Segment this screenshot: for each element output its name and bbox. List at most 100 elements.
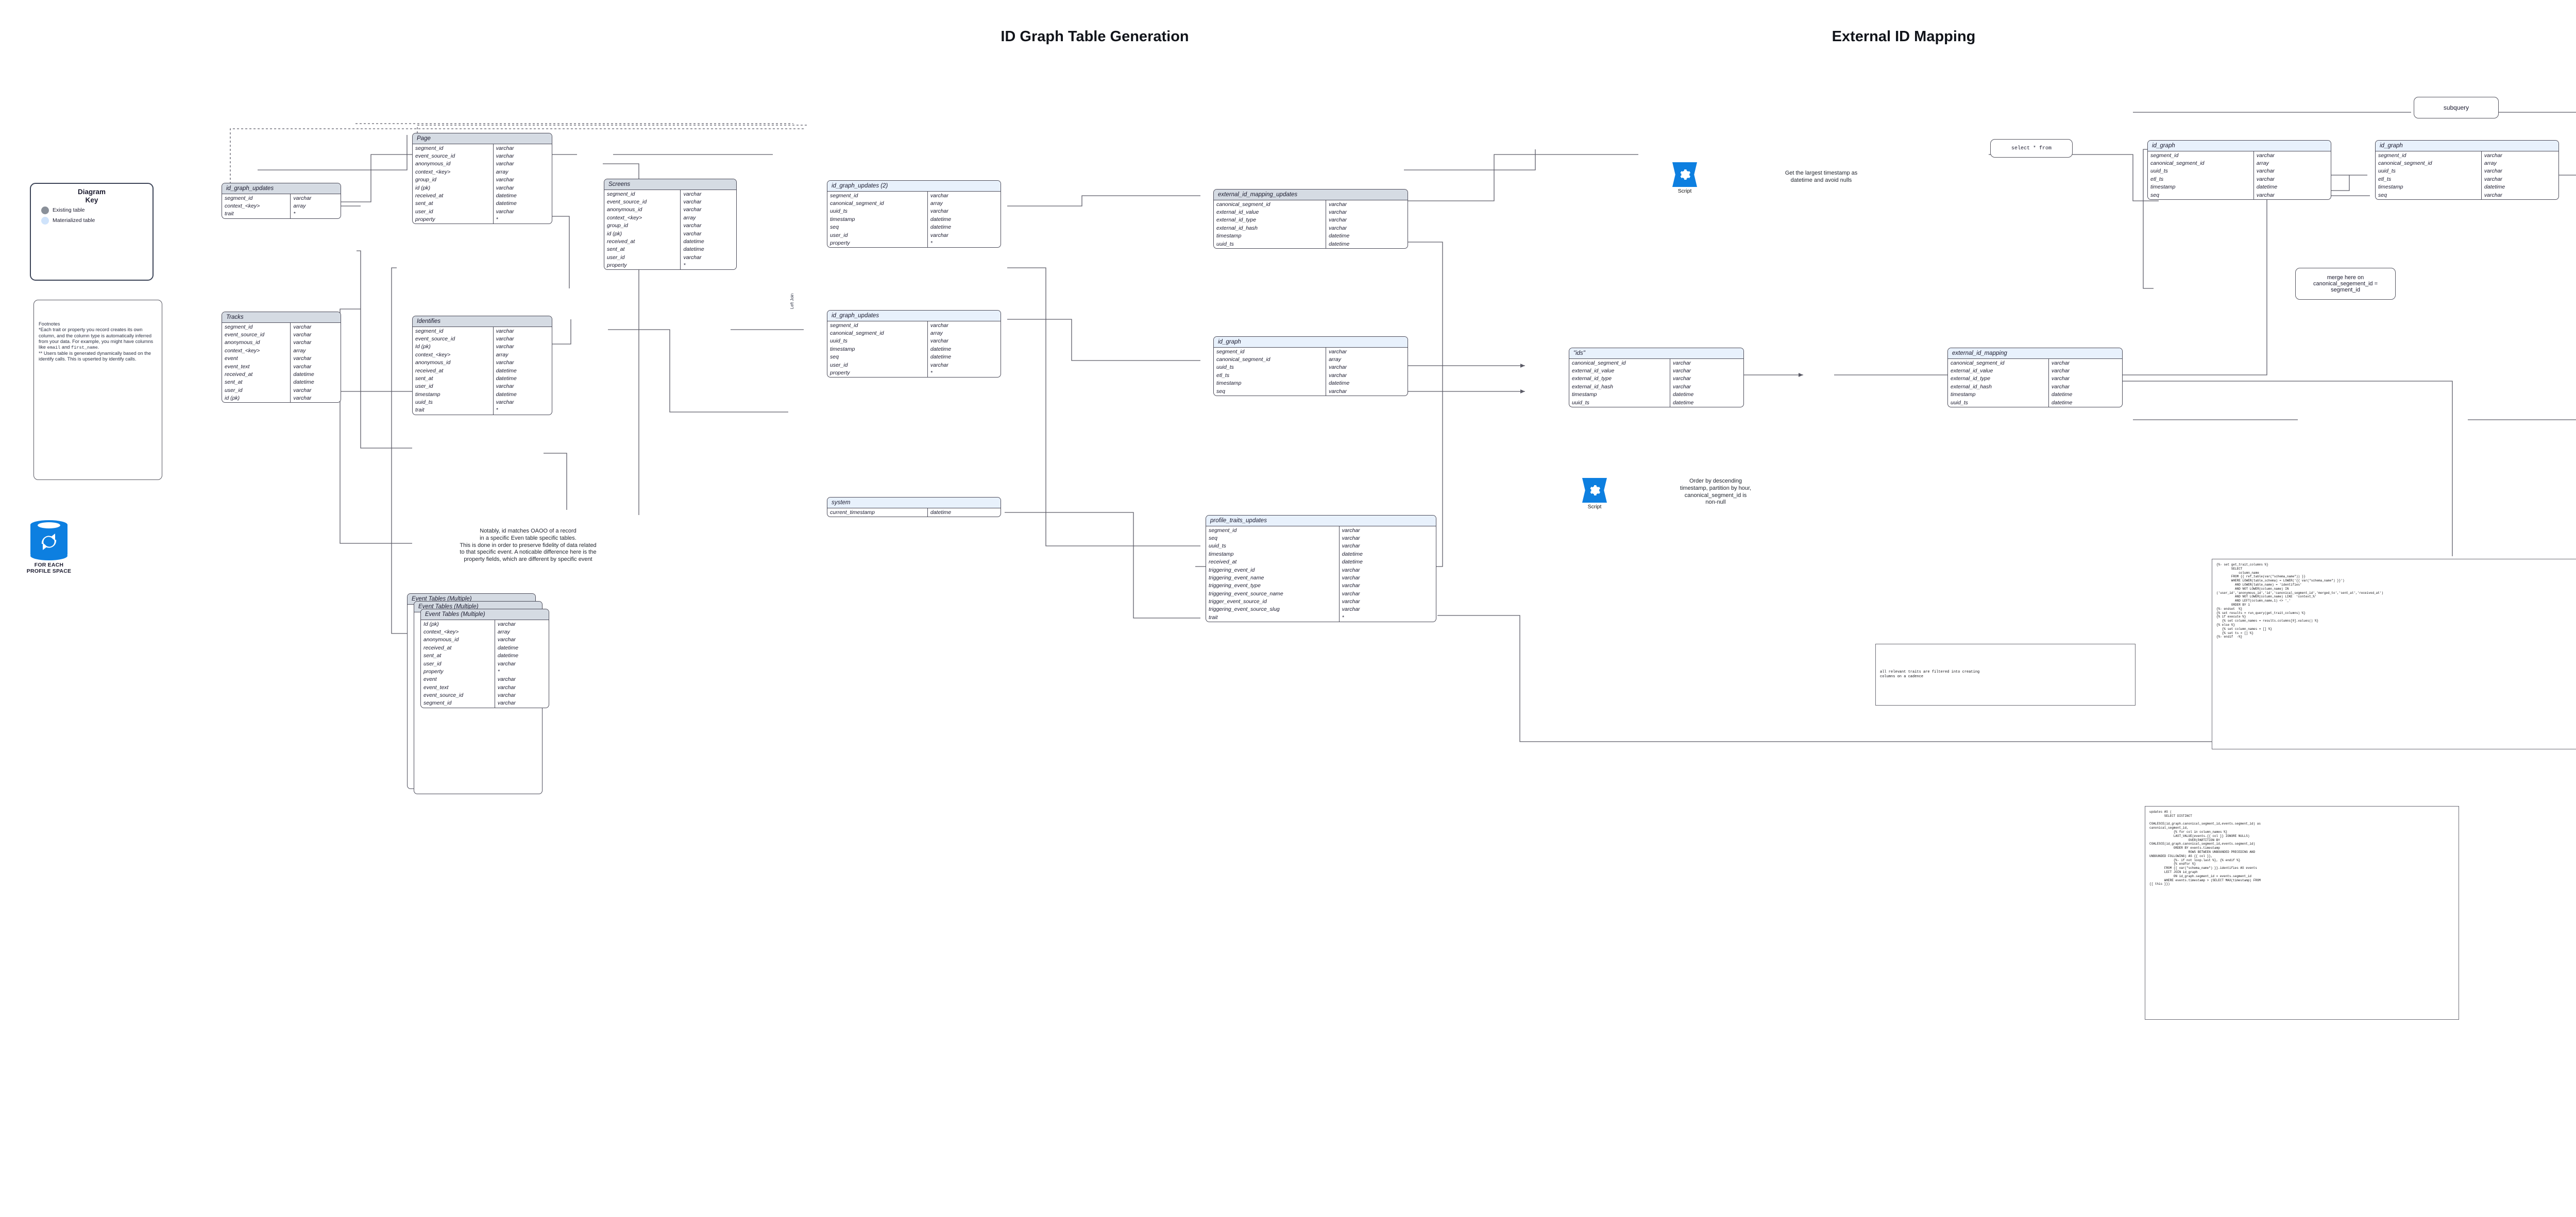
column-name: canonical_segment_id [827,329,928,338]
column-type: varchar [683,207,702,213]
column-name: external_id_value [1569,367,1671,375]
table-row: context_<key>array [604,214,736,222]
column-type: datetime [2256,184,2278,191]
column-type: varchar [2052,367,2070,374]
diagram-key-title-line1: Diagram [77,188,106,196]
column-type: datetime [2484,184,2505,191]
column-name: user_id [827,361,928,369]
column-name: event [222,354,291,363]
column-type: varchar [930,192,948,199]
script-node-order-by-descending[interactable]: Script [1571,478,1618,510]
code-block-updates-all[interactable]: updates AS ( SELECT DISTINCT COALESCE(id… [2145,806,2459,1020]
legend-materialized-swatch [41,217,49,225]
table-row: property* [827,239,1001,248]
column-type: varchar [293,355,312,362]
column-name: received_at [222,370,291,379]
refresh-icon [41,534,57,550]
column-type: varchar [293,395,312,402]
footnotes-mono-email: email [47,345,61,351]
column-type: array [293,202,306,209]
column-name: trait [1206,613,1340,622]
profile-space-node: FOR EACH PROFILE SPACE [13,520,85,575]
column-name: timestamp [1569,390,1671,399]
diagram-key-title-line2: Key [85,196,98,204]
table-title: Screens [604,179,736,191]
table-external-id-mapping-updates[interactable]: external_id_mapping_updates canonical_se… [1213,189,1408,249]
table-external-id-mapping[interactable]: external_id_mapping canonical_segment_id… [1947,348,2123,407]
table-title: profile_traits_updates [1206,516,1436,527]
column-name: segment_id [413,327,494,335]
column-name: sent_at [413,374,494,383]
column-name: received_at [421,644,495,652]
column-name: sent_at [222,379,291,387]
table-row: property* [827,369,1001,378]
column-name: uuid_ts [1569,399,1671,407]
column-type: varchar [293,331,312,338]
column-name: received_at [413,367,494,375]
column-name: sent_at [604,246,681,254]
column-type: varchar [930,338,948,345]
code-block-trait-columns[interactable]: {%- set get_trait_columns %} SELECT colu… [2212,559,2576,749]
column-type: varchar [1673,367,1691,374]
column-type: varchar [2256,152,2275,159]
column-type: datetime [293,379,314,386]
table-row: trait* [413,406,552,415]
column-type: varchar [1329,348,1347,355]
footnotes-line2: ** Users table is generated dynamically … [39,350,151,362]
column-name: property [421,667,495,676]
column-type: datetime [496,391,517,398]
column-name: segment_id [827,321,928,330]
column-type: datetime [930,346,952,352]
column-type: datetime [2052,391,2073,398]
column-name: anonymous_id [421,636,495,644]
script-node-largest-timestamp[interactable]: Script [1662,162,1708,194]
column-type: datetime [497,653,519,659]
column-type: array [1329,356,1342,363]
column-type: datetime [1342,551,1363,557]
table-title: id_graph [2376,141,2558,152]
legend-existing-label: Existing table [53,207,85,213]
column-type: varchar [497,684,516,691]
column-type: varchar [293,195,312,201]
column-type: varchar [2484,176,2502,182]
column-type: array [930,330,943,336]
column-name: timestamp [827,215,928,224]
